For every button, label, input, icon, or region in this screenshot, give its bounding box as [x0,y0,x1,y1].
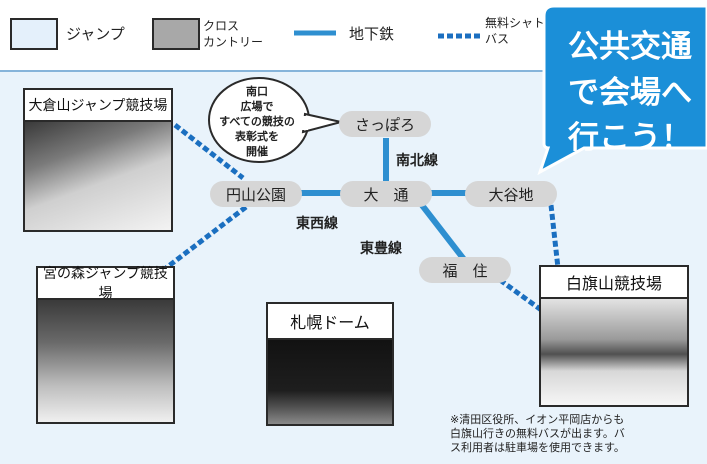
cross-country-legend-swatch [152,18,200,50]
line-label-tozai: 東西線 [296,216,338,232]
shuttle-shirahatayama-route-oyachi [548,204,561,269]
okurayama-photo [23,120,173,232]
jump-legend-label: ジャンプ [66,25,125,43]
speech-bubble-text: 南口 広場で すべての競技の 表彰式を 開催 [205,74,309,166]
station-fukuzumi: 福 住 [419,257,511,283]
bubble-line-1: 南口 [246,85,268,98]
note-line-1: ※清田区役所、イオン平岡店からも [450,413,625,426]
callout-line-1: 公共交通 [568,29,692,65]
line-label-toho: 東豊線 [360,241,402,257]
venue-label-miyanomori: 宮の森ジャンプ競技場 [36,266,175,302]
sapporo-dome-photo [266,338,394,426]
shirahatayama-photo [539,297,689,407]
station-oyachi: 大谷地 [465,181,557,207]
venue-label-sapporo-dome: 札幌ドーム [266,302,394,340]
callout-line-3: 行こう！ [568,120,692,156]
miyanomori-photo [36,298,175,424]
jump-legend-swatch [10,18,58,50]
bubble-line-4: 表彰式を [235,130,279,143]
cross-country-legend-label-1: クロス [203,19,240,33]
shuttle-legend-label-1: 無料シャトル [485,16,558,30]
shuttle-miyanomori-route [164,205,248,270]
line-label-nanboku: 南北線 [396,153,438,169]
bubble-line-2: 広場で [240,100,274,113]
legend-lines [294,30,480,39]
shuttle-okurayama-route [173,123,245,180]
callout-shape [537,4,707,175]
callout-line-2: で会場へ [568,75,692,111]
venue-label-shirahatayama: 白旗山競技場 [539,265,689,299]
toho-line [415,198,469,264]
station-sapporo: さっぽろ [339,111,431,137]
bubble-line-3: すべての競技の [219,115,295,128]
venue-label-okurayama: 大倉山ジャンプ競技場 [23,88,173,122]
note-line-2: 白旗山行きの無料バスが出ます。バ [450,427,625,440]
subway-legend-label: 地下鉄 [349,25,395,43]
note-line-3: ス利用者は駐車場を使用できます。 [450,441,625,454]
shuttle-legend-label-2: バス [485,32,510,46]
station-odori: 大 通 [340,181,432,207]
bubble-line-5: 開催 [246,145,268,158]
cross-country-legend-label-2: カントリー [203,35,264,49]
station-maruyama-koen: 円山公園 [210,181,302,207]
speech-bubble-shape [208,77,342,163]
